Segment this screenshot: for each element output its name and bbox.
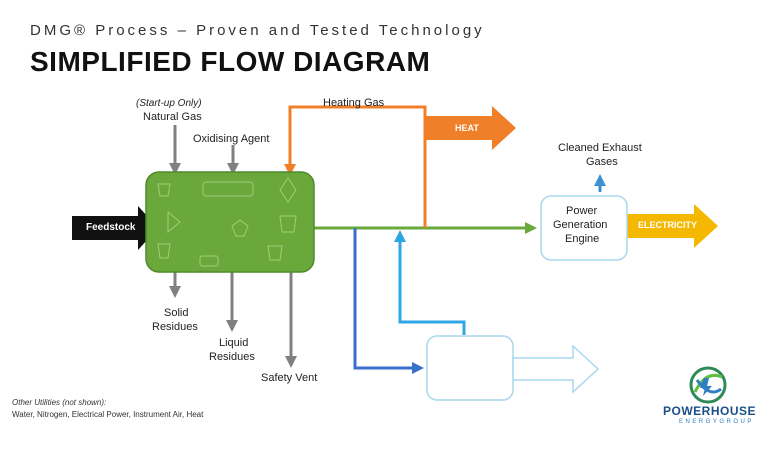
natural-gas-label: Natural Gas xyxy=(143,111,202,123)
cleaned-exhaust-label-line2: Gases xyxy=(586,156,618,168)
startup-note: (Start-up Only) xyxy=(136,98,202,109)
solid-residues-label-line2: Residues xyxy=(152,321,198,333)
reactor-box xyxy=(145,171,315,273)
footnote-title: Other Utilities (not shown): xyxy=(12,398,107,407)
liquid-residues-label-line1: Liquid xyxy=(219,337,249,349)
logo-name: POWERHOUSE xyxy=(663,404,757,418)
reactor-internals xyxy=(157,177,297,267)
engine-label-line1: Power xyxy=(566,205,598,217)
safety-vent-label: Safety Vent xyxy=(261,372,318,384)
oxidising-agent-label: Oxidising Agent xyxy=(193,133,270,145)
cleaned-exhaust-label-line1: Cleaned Exhaust xyxy=(558,142,642,154)
light-blue-return-line xyxy=(394,230,466,335)
future-output-arrow xyxy=(512,344,600,394)
logo-subtext: ENERGYGROUP xyxy=(679,419,754,425)
dark-blue-branch-line xyxy=(353,228,424,374)
electricity-label: ELECTRICITY xyxy=(638,220,698,230)
powerhouse-logo-graphic xyxy=(689,366,727,404)
heating-gas-label: Heating Gas xyxy=(323,97,385,109)
footnote-text: Water, Nitrogen, Electrical Power, Instr… xyxy=(12,410,204,419)
engine-label-line2: Generation xyxy=(553,219,608,231)
page-supertitle: DMG® Process – Proven and Tested Technol… xyxy=(30,22,485,39)
feedstock-arrow xyxy=(72,206,158,250)
solid-residues-label-line1: Solid xyxy=(164,307,189,319)
engine-label-line3: Engine xyxy=(565,233,600,245)
feedstock-label: Feedstock xyxy=(86,222,136,233)
power-generation-engine-box xyxy=(540,195,628,261)
page-title: SIMPLIFIED FLOW DIAGRAM xyxy=(30,46,431,77)
liquid-residues-label-line2: Residues xyxy=(209,351,255,363)
heating-gas-line xyxy=(284,105,427,228)
heat-arrow xyxy=(425,106,516,150)
electricity-arrow xyxy=(627,204,718,248)
heat-label: HEAT xyxy=(455,123,479,133)
